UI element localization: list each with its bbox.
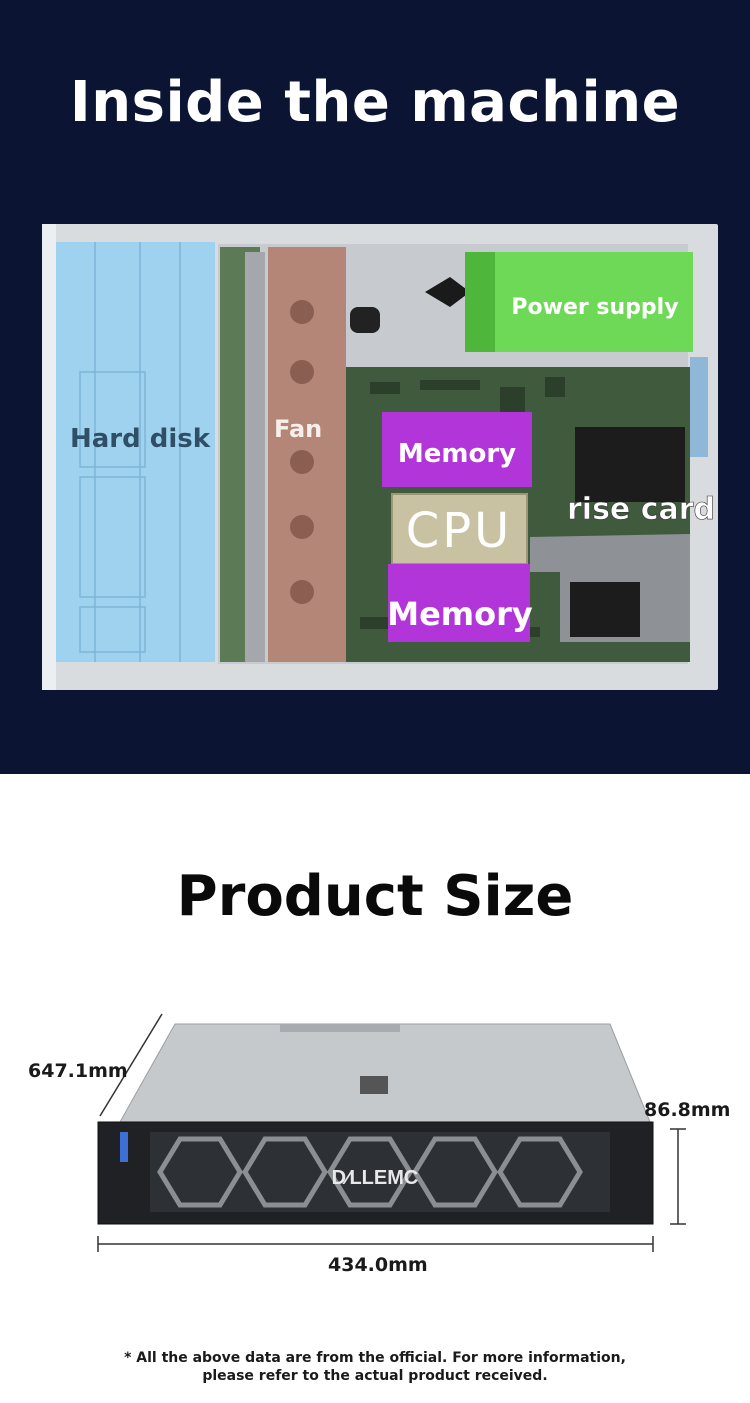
footnote-line-2: please refer to the actual product recei… — [202, 1368, 548, 1384]
backplane-rail — [245, 252, 265, 662]
front-bezel — [42, 224, 56, 690]
inside-title: Inside the machine — [69, 70, 681, 135]
cpu-area — [391, 493, 528, 565]
depth-line — [99, 1013, 163, 1117]
footnote: * All the above data are from the offici… — [0, 1349, 750, 1385]
depth-dimension: 647.1mm — [28, 1060, 128, 1082]
memory-bottom-area — [388, 564, 530, 642]
status-light — [120, 1132, 128, 1162]
label-memory-top: Memory — [398, 439, 516, 469]
server-internals-diagram: Hard disk Fan Power supply Memory CPU Me… — [42, 224, 718, 690]
label-cpu: CPU — [406, 503, 513, 559]
product-size-title: Product Size — [176, 864, 574, 929]
riser-slot — [570, 582, 640, 637]
memory-top-area — [382, 412, 532, 487]
air-baffle — [425, 277, 470, 307]
width-dimension: 434.0mm — [328, 1254, 428, 1276]
hard-disk-bays — [79, 242, 181, 662]
lid-latch — [360, 1076, 388, 1094]
hard-disk-area — [55, 242, 215, 662]
rear-latch — [690, 357, 708, 457]
bezel-hex-pattern — [157, 1136, 583, 1208]
label-power-supply: Power supply — [511, 295, 678, 320]
label-hard-disk: Hard disk — [70, 424, 211, 454]
power-supply-area — [465, 252, 693, 352]
handle — [350, 307, 380, 333]
product-size-section: Product Size D∕LLEMC 647.1mm 86.8mm 434.… — [0, 774, 750, 1403]
riser-chip — [575, 427, 685, 502]
psu-connector — [465, 252, 495, 352]
height-dimension: 86.8mm — [644, 1099, 731, 1121]
inside-section: Inside the machine — [0, 0, 750, 774]
server-dimension-drawing: D∕LLEMC — [97, 1013, 686, 1252]
label-fan: Fan — [274, 415, 322, 443]
lid-vent — [280, 1024, 400, 1032]
fan-units — [290, 300, 314, 604]
label-rise-card: rise card — [567, 492, 715, 527]
footnote-line-1: * All the above data are from the offici… — [124, 1350, 626, 1366]
label-memory-bottom: Memory — [387, 595, 533, 633]
brand-logo: D∕LLEMC — [332, 1167, 419, 1189]
server-lid — [119, 1023, 651, 1123]
